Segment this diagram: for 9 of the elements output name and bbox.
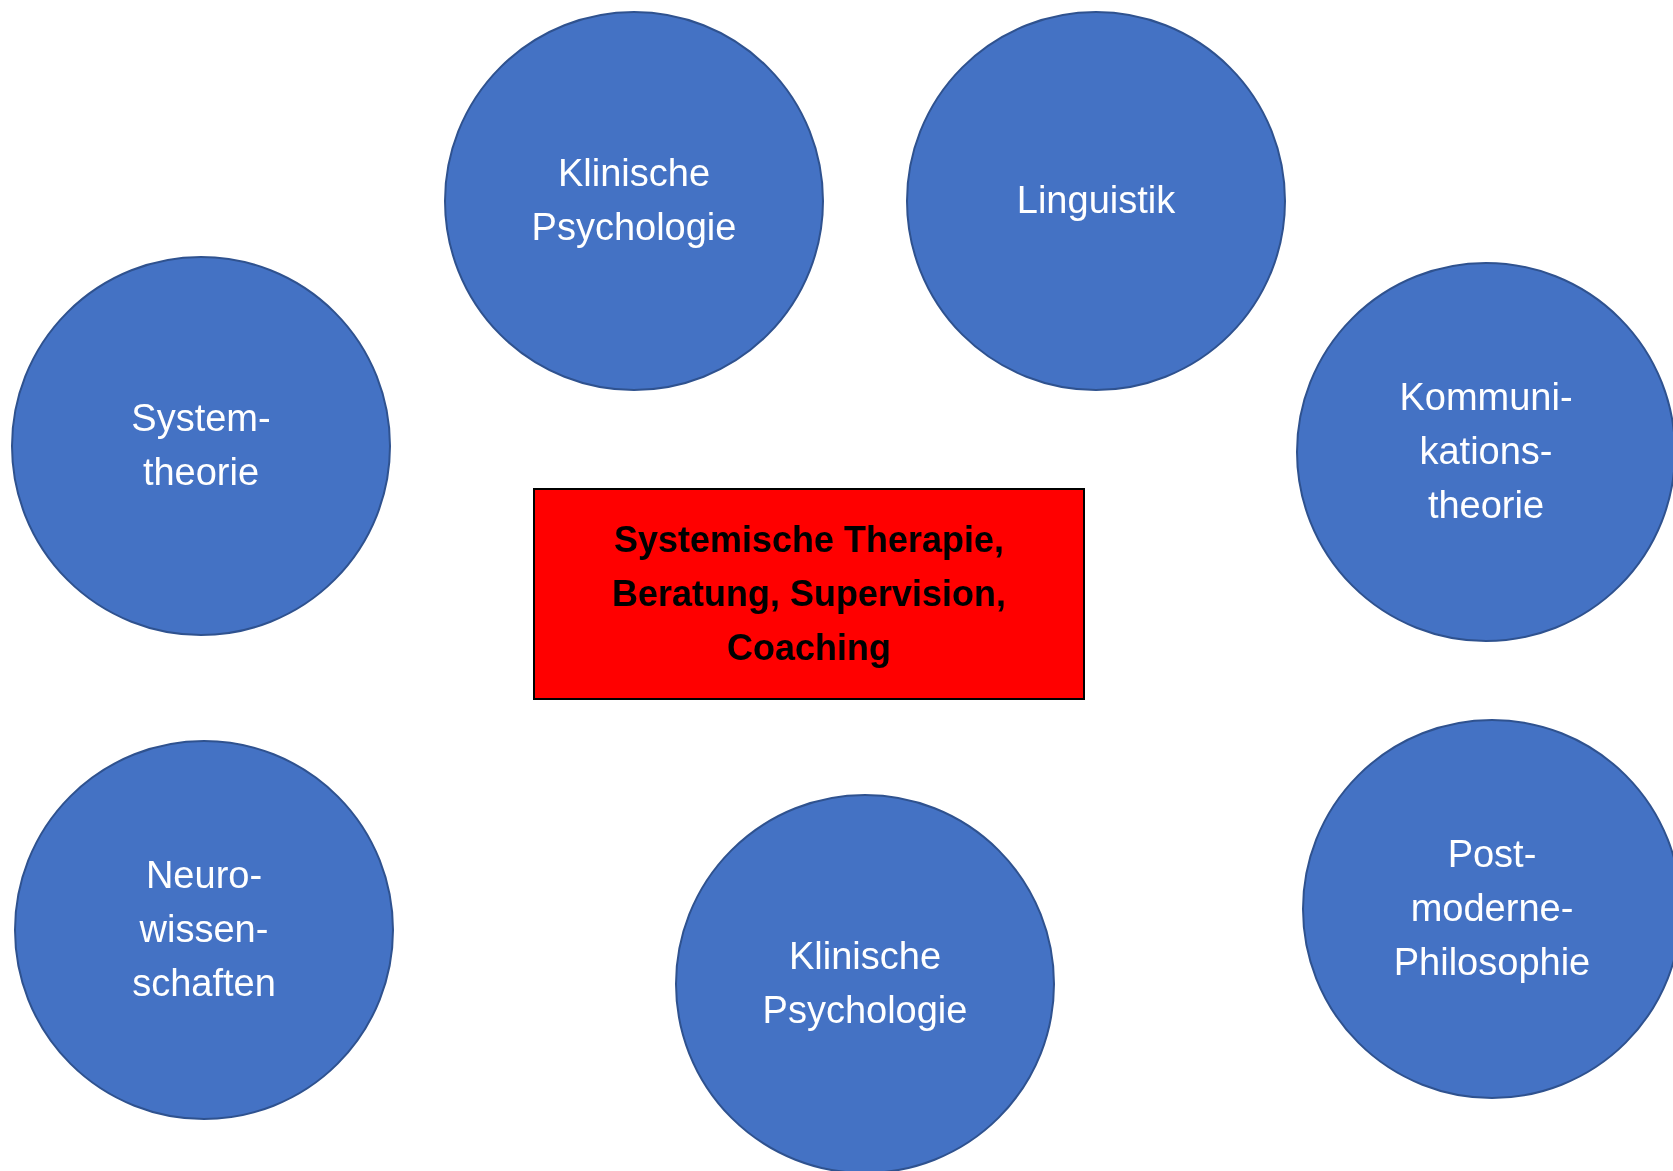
circle-label: System- theorie: [130, 396, 272, 495]
circle-label: Kommuni- kations- theorie: [1398, 375, 1574, 528]
circle-label: Post- moderne- Philosophie: [1392, 832, 1592, 985]
circle-label: Linguistik: [1016, 178, 1176, 223]
box-label: Systemische Therapie, Beratung, Supervision, Coaching: [610, 518, 1008, 670]
center-box: [533, 488, 1085, 700]
circle-label: Neuro- wissen- schaften: [131, 853, 277, 1006]
circle-label: Klinische Psychologie: [530, 151, 738, 250]
circle-label: Klinische Psychologie: [761, 934, 969, 1033]
